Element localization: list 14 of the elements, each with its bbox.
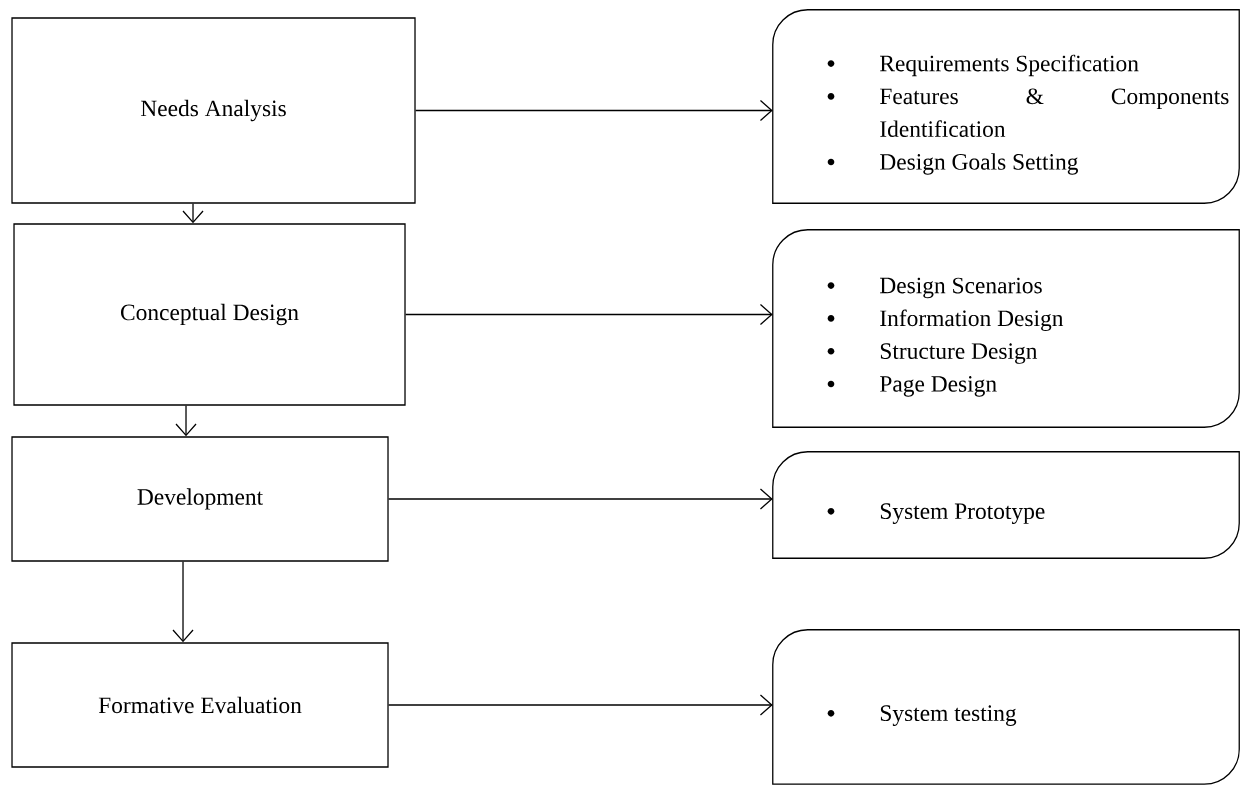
arrow [415, 99, 773, 122]
process-box: Formative Evaluation [11, 642, 389, 768]
bullet-list-box: Design Scenarios Information Design Structure Design Page Design [772, 229, 1240, 428]
arrow [388, 488, 773, 510]
arrow [175, 405, 197, 437]
arrow [172, 561, 194, 643]
bullet-list-box: Requirements Specification Features & Components Identification Design Goals Setting [772, 9, 1240, 204]
process-box: Needs Analysis [11, 17, 416, 204]
arrow [388, 694, 773, 716]
bullet-list-box: System testing [772, 629, 1240, 785]
arrow [405, 303, 773, 326]
process-box: Conceptual Design [13, 223, 406, 406]
bullet-list-box: System Prototype [772, 451, 1240, 559]
process-box: Development [11, 436, 389, 562]
